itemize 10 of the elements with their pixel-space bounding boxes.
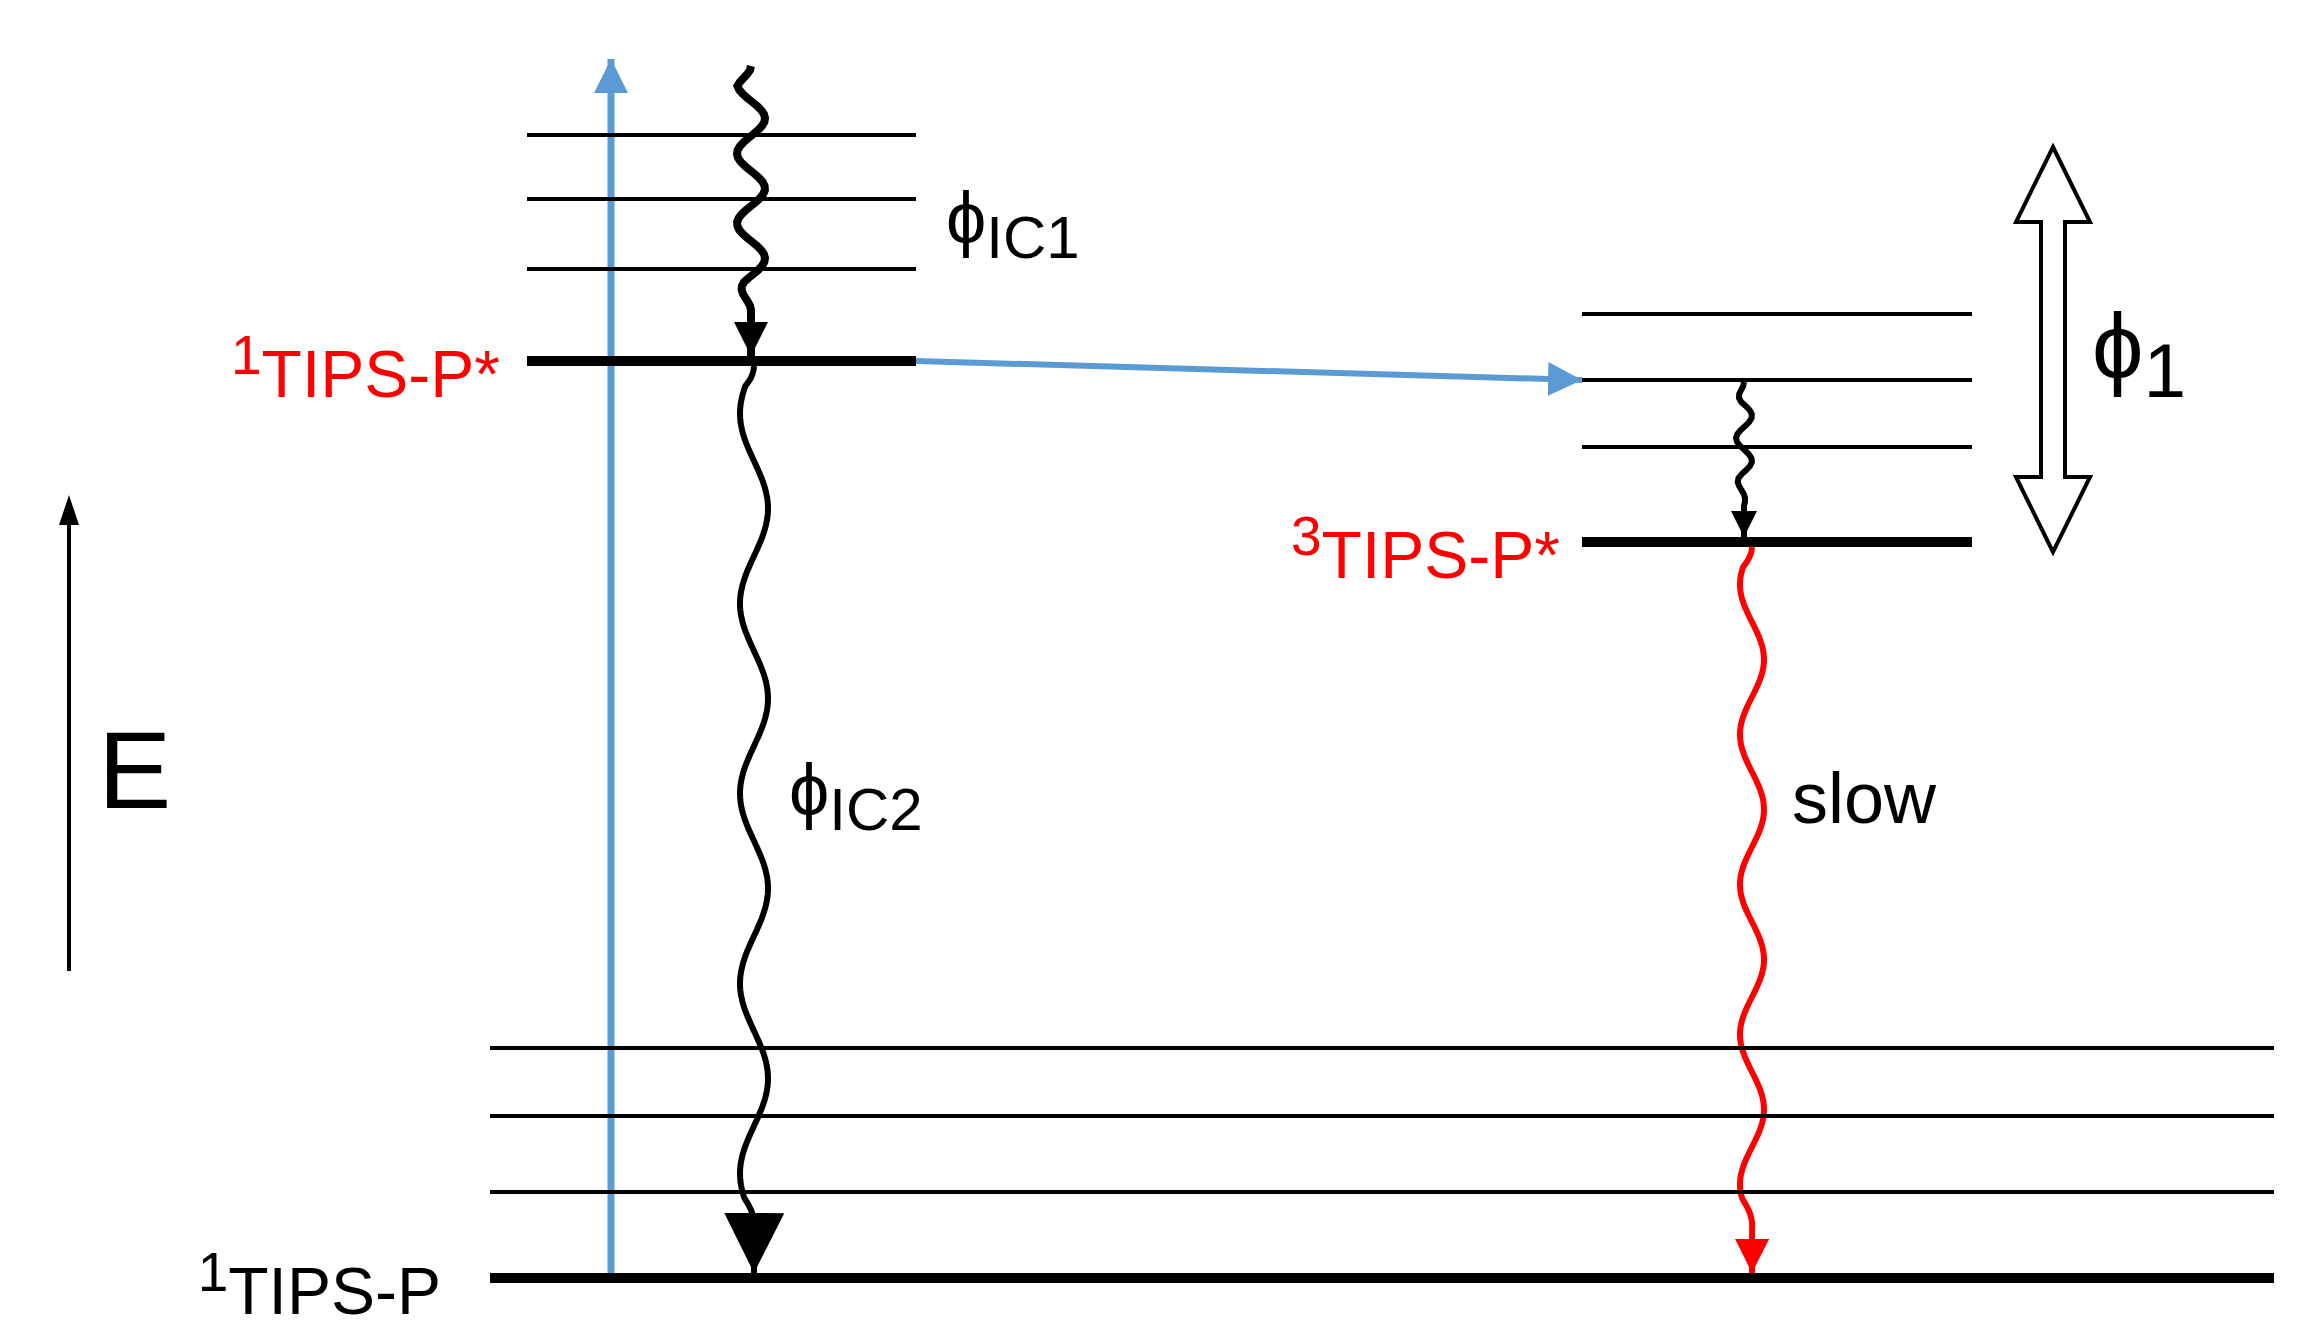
wavy-arrow [732, 65, 770, 356]
state-label: $^{1}$TIPS-P [197, 1245, 441, 1324]
wavy-arrow [1731, 381, 1757, 537]
axis-label: E [98, 715, 172, 825]
wavy-arrow [1735, 546, 1770, 1273]
arrow [915, 358, 1583, 396]
measure-label: ϕ$_{1}$ [2092, 300, 2187, 411]
state-label: $^{1}$TIPS-P* [231, 328, 500, 407]
wavy-arrow [724, 365, 785, 1273]
state-label: $^{3}$TIPS-P* [1291, 509, 1560, 588]
